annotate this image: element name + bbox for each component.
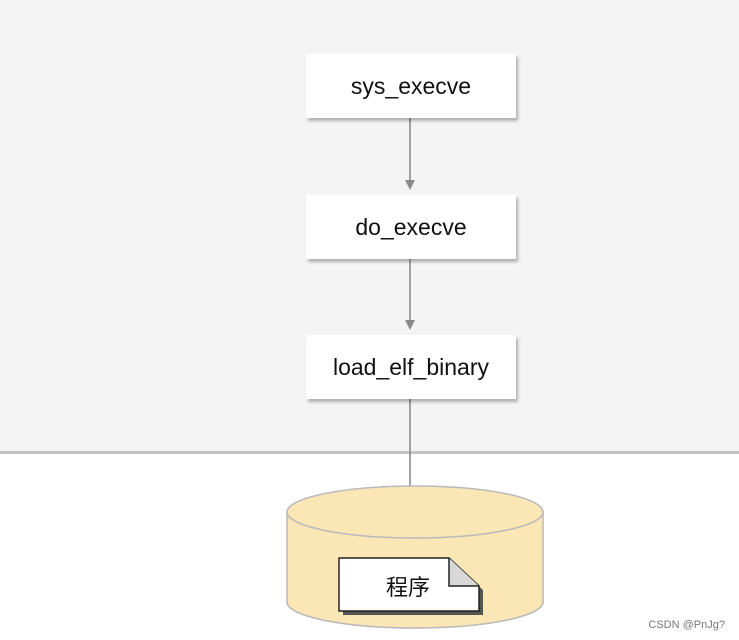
program-label: 程序 [386, 576, 431, 601]
node-sys-execve: sys_execve [306, 54, 516, 118]
user-kernel-divider [0, 451, 739, 454]
node-load-elf-binary: load_elf_binary [306, 335, 516, 399]
watermark: CSDN @PnJg? [648, 619, 725, 631]
node-do-execve: do_execve [306, 195, 516, 259]
program-document-icon [338, 557, 483, 615]
